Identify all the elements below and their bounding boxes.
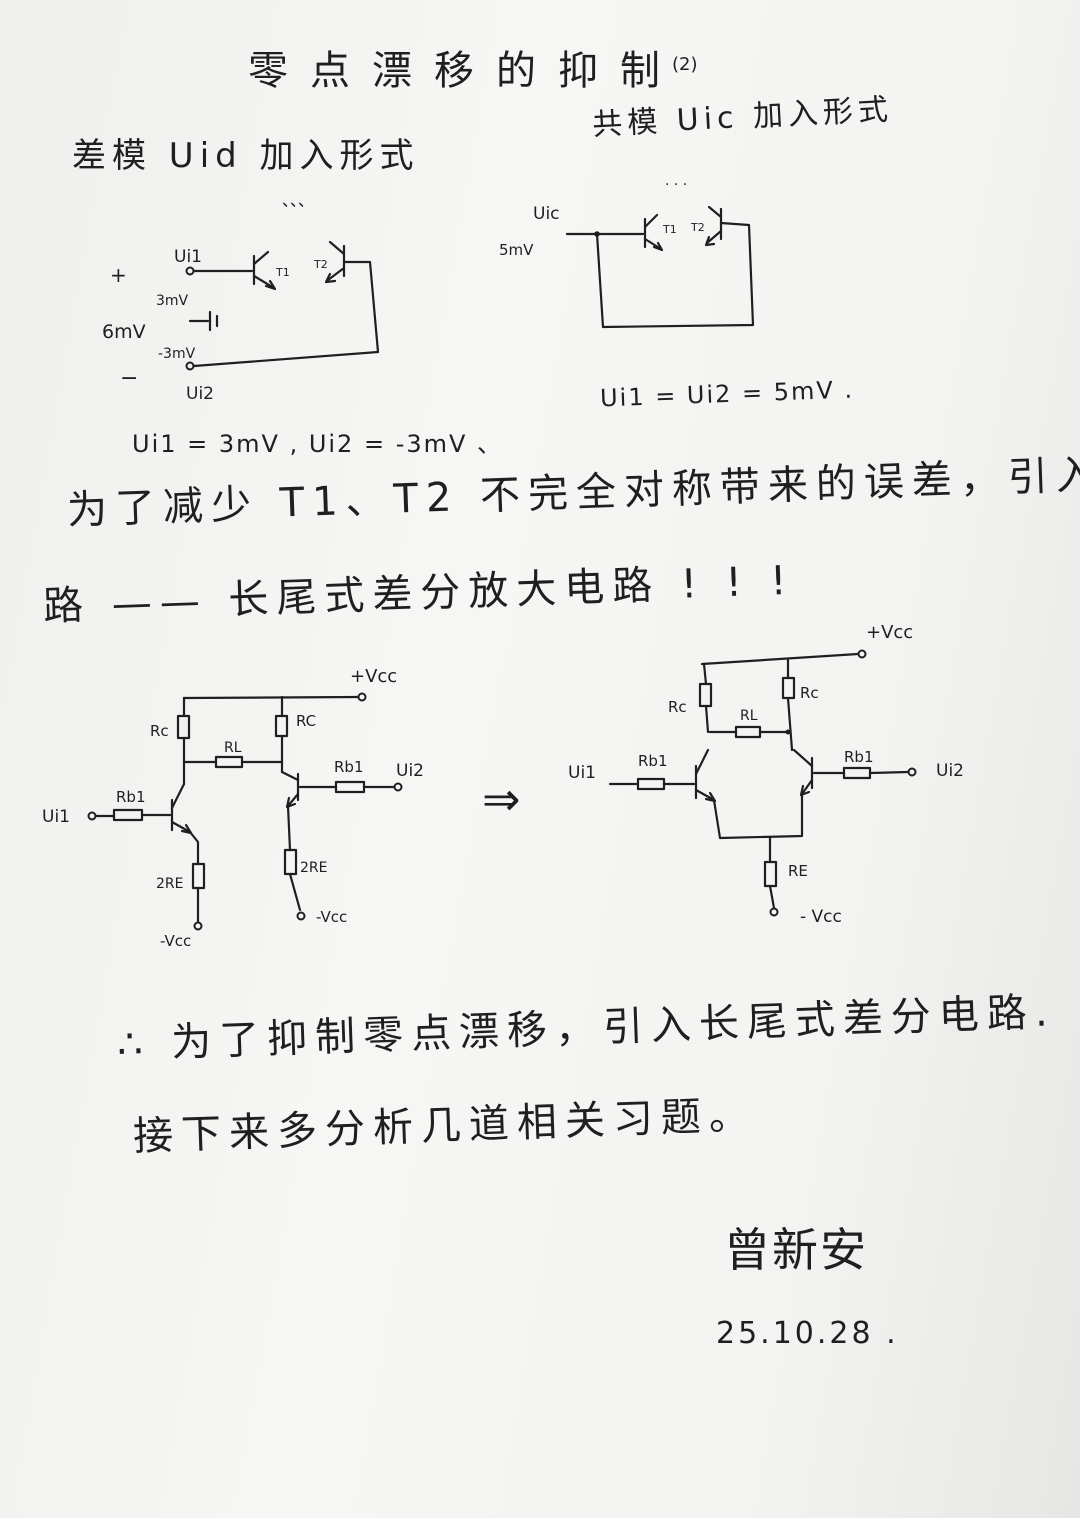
re-resistor — [763, 860, 778, 888]
long-tail-circuit-split: +Vcc Rc RC RL Rb1 Rb1 Ui1 Ui2 2RE 2RE -V… — [42, 666, 424, 950]
ui1-label: Ui1 — [568, 763, 596, 783]
rc-left-resistor — [698, 682, 713, 708]
rl-label: RL — [740, 708, 758, 724]
wire — [288, 872, 302, 912]
rc-right-label: Rc — [800, 684, 819, 702]
rl-label: RL — [224, 740, 242, 756]
transistor-t2-symbol — [280, 770, 300, 809]
diff-mode-circuit: 、、、 + 6mV − Ui1 3mV -3mV Ui2 T1 T2 — [102, 191, 380, 404]
ui1-label: Ui1 — [42, 807, 70, 827]
rb1-right-label: Rb1 — [844, 748, 874, 766]
common-mode-circuit: · · · Uic 5mV T1 T2 — [499, 177, 755, 329]
vcc-label: +Vcc — [350, 666, 397, 687]
v-top-label: 3mV — [156, 293, 189, 309]
vee-right-node — [296, 911, 306, 921]
minus-sign: − — [120, 366, 138, 391]
rc-right-resistor — [274, 714, 289, 738]
vee-right-label: -Vcc — [316, 908, 347, 926]
conclusion-line-1: ∴ 为了抑制零点漂移，引入长尾式差分电路. — [116, 989, 1057, 1068]
ui1-label: Ui1 — [174, 247, 202, 267]
vcc-label: +Vcc — [866, 622, 913, 643]
wire — [702, 662, 708, 686]
t2-label: T2 — [690, 221, 705, 234]
title-text: 零点漂移的抑制 — [248, 48, 682, 94]
vcc-rail — [182, 695, 360, 700]
long-tail-circuit: +Vcc Rc Rc RL Rb1 Rb1 Ui1 Ui2 RE - Vcc — [568, 622, 964, 927]
t2-label: T2 — [313, 258, 328, 271]
equivalence-arrow: ⇒ — [482, 772, 521, 826]
input-node-bottom — [185, 361, 195, 371]
transistor-t1-symbol — [252, 250, 277, 291]
common-dots: · · · — [665, 177, 687, 193]
plus-sign: + — [110, 263, 127, 287]
diff-dots: 、、、 — [282, 191, 314, 210]
t1-label: T1 — [275, 266, 290, 279]
vcc-node — [357, 692, 367, 702]
signature-date: 25.10.28 . — [716, 1316, 899, 1351]
loop-wire — [595, 221, 755, 329]
conclusion-line-2: 接下来多分析几道相关习题。 — [132, 1092, 758, 1160]
rb1-left-resistor — [636, 777, 666, 791]
re-left-resistor — [191, 862, 206, 890]
vee-left-label: -Vcc — [160, 932, 191, 950]
wire — [286, 804, 292, 852]
ui2-label: Ui2 — [396, 761, 424, 781]
rb1-right-label: Rb1 — [334, 758, 364, 776]
rc-right-label: RC — [296, 712, 316, 730]
re-label: RE — [788, 862, 808, 880]
uic-label: Uic — [533, 204, 560, 224]
vee-label: - Vcc — [800, 907, 842, 927]
ui2-node — [393, 782, 403, 792]
transistor-t2-symbol — [792, 748, 814, 797]
vee-left-node — [193, 921, 203, 931]
re-right-label: 2RE — [300, 860, 327, 876]
ui2-node — [907, 767, 917, 777]
wire — [768, 884, 776, 910]
v-bottom-label: -3mV — [158, 346, 196, 362]
rc-left-resistor — [176, 714, 191, 740]
title-part-number: (2) — [672, 53, 698, 75]
rb1-left-label: Rb1 — [116, 788, 146, 806]
transistor-t1-symbol — [694, 748, 717, 803]
ui2-label: Ui2 — [186, 384, 214, 404]
transistor-t1-symbol — [170, 782, 193, 835]
rb1-left-label: Rb1 — [638, 752, 668, 770]
diff-mode-equation: Ui1 = 3mV , Ui2 = -3mV 、 — [132, 430, 504, 458]
rc-right-resistor — [781, 676, 796, 700]
vcc-node — [857, 649, 867, 659]
rb1-left-resistor — [112, 808, 144, 822]
wire — [704, 704, 710, 734]
input-node-top — [185, 266, 195, 276]
wire — [868, 770, 910, 775]
source-voltage-label: 6mV — [102, 321, 146, 343]
wire — [188, 830, 200, 866]
ui2-label: Ui2 — [936, 761, 964, 781]
diff-mode-heading: 差模 Uid 加入形式 — [72, 136, 420, 176]
vee-node — [769, 907, 779, 917]
rb1-right-resistor — [334, 780, 366, 794]
rc-left-label: Rc — [668, 698, 687, 716]
rb1-right-resistor — [842, 766, 872, 780]
re-left-label: 2RE — [156, 876, 183, 892]
transistor-t2-symbol — [192, 240, 380, 368]
re-right-resistor — [283, 848, 298, 876]
junction-dot — [785, 729, 791, 735]
transistor-t1-symbol — [643, 213, 664, 252]
t1-label: T1 — [662, 223, 677, 236]
transistor-t2-symbol — [704, 205, 723, 247]
common-mode-equation: Ui1 = Ui2 = 5mV . — [599, 375, 855, 413]
rl-resistor — [214, 755, 244, 769]
battery-icon — [188, 310, 219, 332]
vcc-rail — [700, 652, 860, 666]
wire — [786, 696, 794, 752]
page-title: 零点漂移的抑制(2) — [248, 38, 698, 96]
loop-wire — [192, 260, 380, 368]
ui1-node — [87, 811, 97, 821]
common-voltage-label: 5mV — [499, 241, 534, 259]
rl-resistor — [734, 725, 762, 739]
emitter-tail — [712, 792, 804, 840]
rc-left-label: Rc — [150, 722, 169, 740]
signature: 曾新安 — [724, 1223, 868, 1277]
